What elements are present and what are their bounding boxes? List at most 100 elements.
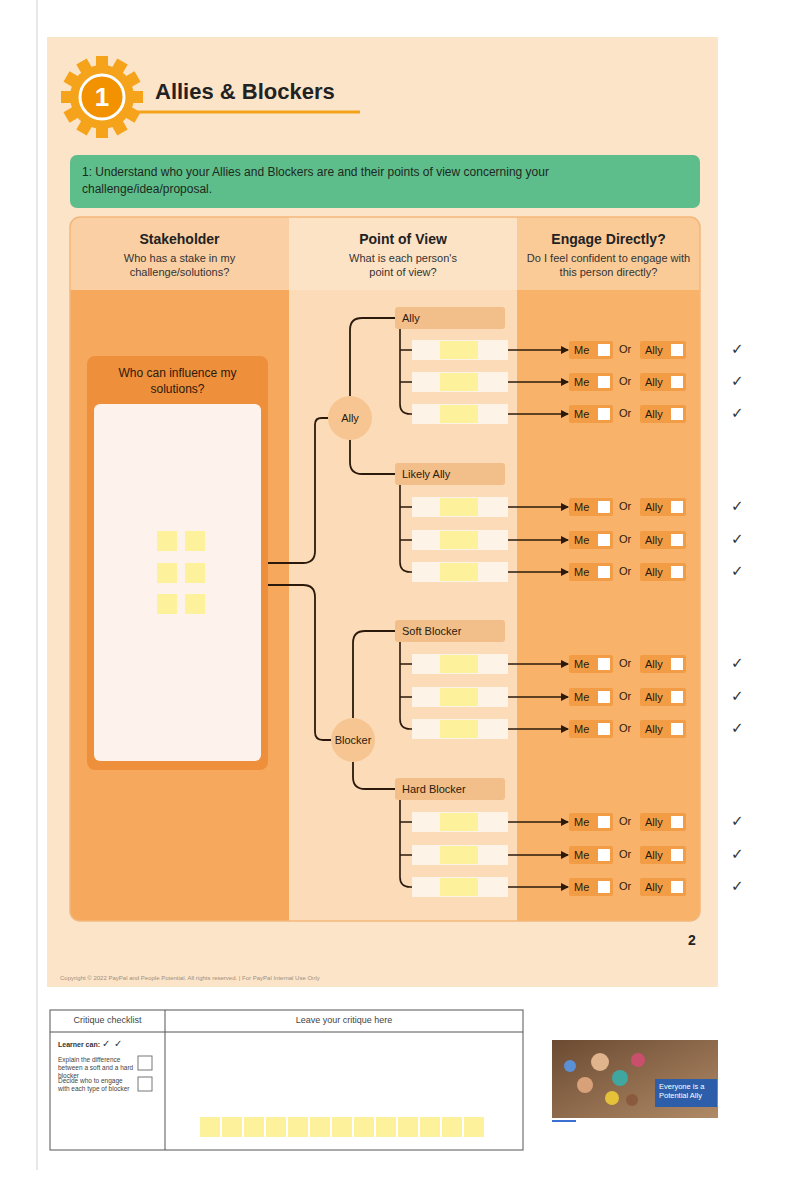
row-box (412, 404, 508, 424)
bracket (400, 485, 412, 572)
sticky-note (440, 341, 478, 359)
check-mark: ✓ (731, 845, 744, 863)
column-body (517, 290, 700, 921)
table-rule (50, 1032, 523, 1033)
hand (591, 1053, 609, 1071)
row-arrow (508, 854, 568, 856)
column-title: Stakeholder (70, 231, 289, 247)
choice-box: Me (569, 531, 613, 549)
band-text: Hard Blocker (402, 778, 505, 800)
checkbox (671, 723, 683, 735)
sticky-note (440, 846, 478, 864)
branch-line (353, 762, 395, 789)
or-text: Or (619, 500, 631, 512)
bracket-tick (400, 822, 412, 855)
checkbox (598, 376, 610, 388)
title-underline (130, 111, 360, 114)
critique-table (50, 1010, 523, 1150)
check-mark: ✓ (731, 812, 744, 830)
choice-box: Me (569, 846, 613, 864)
sticky-note (288, 1117, 308, 1137)
checkbox (671, 658, 683, 670)
choice-box: Ally (640, 813, 686, 831)
sticky-note (157, 531, 177, 551)
instruction-banner: 1: Understand who your Allies and Blocke… (70, 155, 700, 208)
sticky-note (185, 563, 205, 583)
or-text: Or (619, 848, 631, 860)
sticky-note (310, 1117, 330, 1137)
column-question: Do I feel confident to engage with this … (526, 251, 691, 280)
choice-box: Ally (640, 688, 686, 706)
step-number: 1 (60, 55, 144, 139)
check-mark: ✓ (731, 372, 744, 390)
branch-line (353, 631, 395, 718)
or-text: Or (619, 565, 631, 577)
checkbox (138, 1077, 152, 1091)
choice-box: Me (569, 341, 613, 359)
choice-box: Me (569, 563, 613, 581)
checkbox (598, 501, 610, 513)
row-box (412, 654, 508, 674)
checklist-lead: Learner can: (58, 1041, 100, 1048)
hand (631, 1053, 645, 1067)
row-arrow (508, 886, 568, 888)
instruction-text: 1: Understand who your Allies and Blocke… (82, 164, 622, 199)
choice-box: Ally (640, 655, 686, 673)
row-arrow (508, 663, 568, 665)
checkbox (138, 1056, 152, 1070)
choice-box: Me (569, 373, 613, 391)
sticky-note (354, 1117, 374, 1137)
check-mark: ✓ (731, 340, 744, 358)
sticky-note (440, 878, 478, 896)
sticky-note (157, 594, 177, 614)
band-text: Likely Ally (402, 463, 505, 485)
row-arrows (508, 350, 568, 887)
sticky-note (185, 594, 205, 614)
photo-thumbnail (552, 1040, 718, 1121)
header-cell (70, 217, 289, 290)
sticky-note (464, 1117, 484, 1137)
band-text: Ally (402, 307, 505, 329)
choice-box: Ally (640, 341, 686, 359)
checkbox (598, 691, 610, 703)
row-box (412, 877, 508, 897)
check-mark: ✓ (102, 1038, 110, 1049)
sticky-note (157, 563, 177, 583)
column-title: Point of View (289, 231, 517, 247)
sticky-note (266, 1117, 286, 1137)
row-arrow (508, 696, 568, 698)
row-arrow (508, 571, 568, 573)
table-rule (165, 1010, 166, 1150)
sticky-note (185, 531, 205, 551)
row-arrow (508, 728, 568, 730)
sticky-note (442, 1117, 462, 1137)
checkbox (598, 344, 610, 356)
row-box (412, 562, 508, 582)
row-arrow (508, 821, 568, 823)
hand (605, 1091, 619, 1105)
page-number: 2 (688, 932, 696, 948)
or-text: Or (619, 722, 631, 734)
bracket (400, 642, 412, 729)
choice-box: Ally (640, 498, 686, 516)
checkbox (598, 849, 610, 861)
branch-line (350, 440, 395, 474)
branch-line (350, 318, 395, 396)
check-mark: ✓ (731, 719, 744, 737)
sticky-note (440, 563, 478, 581)
column-body (70, 290, 289, 921)
bracket-tick (400, 507, 412, 540)
category-band: Soft Blocker (395, 620, 505, 642)
choice-box: Me (569, 655, 613, 673)
branch-line (268, 585, 331, 740)
checkbox (598, 723, 610, 735)
choice-box: Me (569, 720, 613, 738)
or-text: Or (619, 657, 631, 669)
hand (626, 1094, 638, 1106)
photo-background (552, 1040, 718, 1118)
sticky-note (244, 1117, 264, 1137)
or-text: Or (619, 407, 631, 419)
checkbox (598, 816, 610, 828)
